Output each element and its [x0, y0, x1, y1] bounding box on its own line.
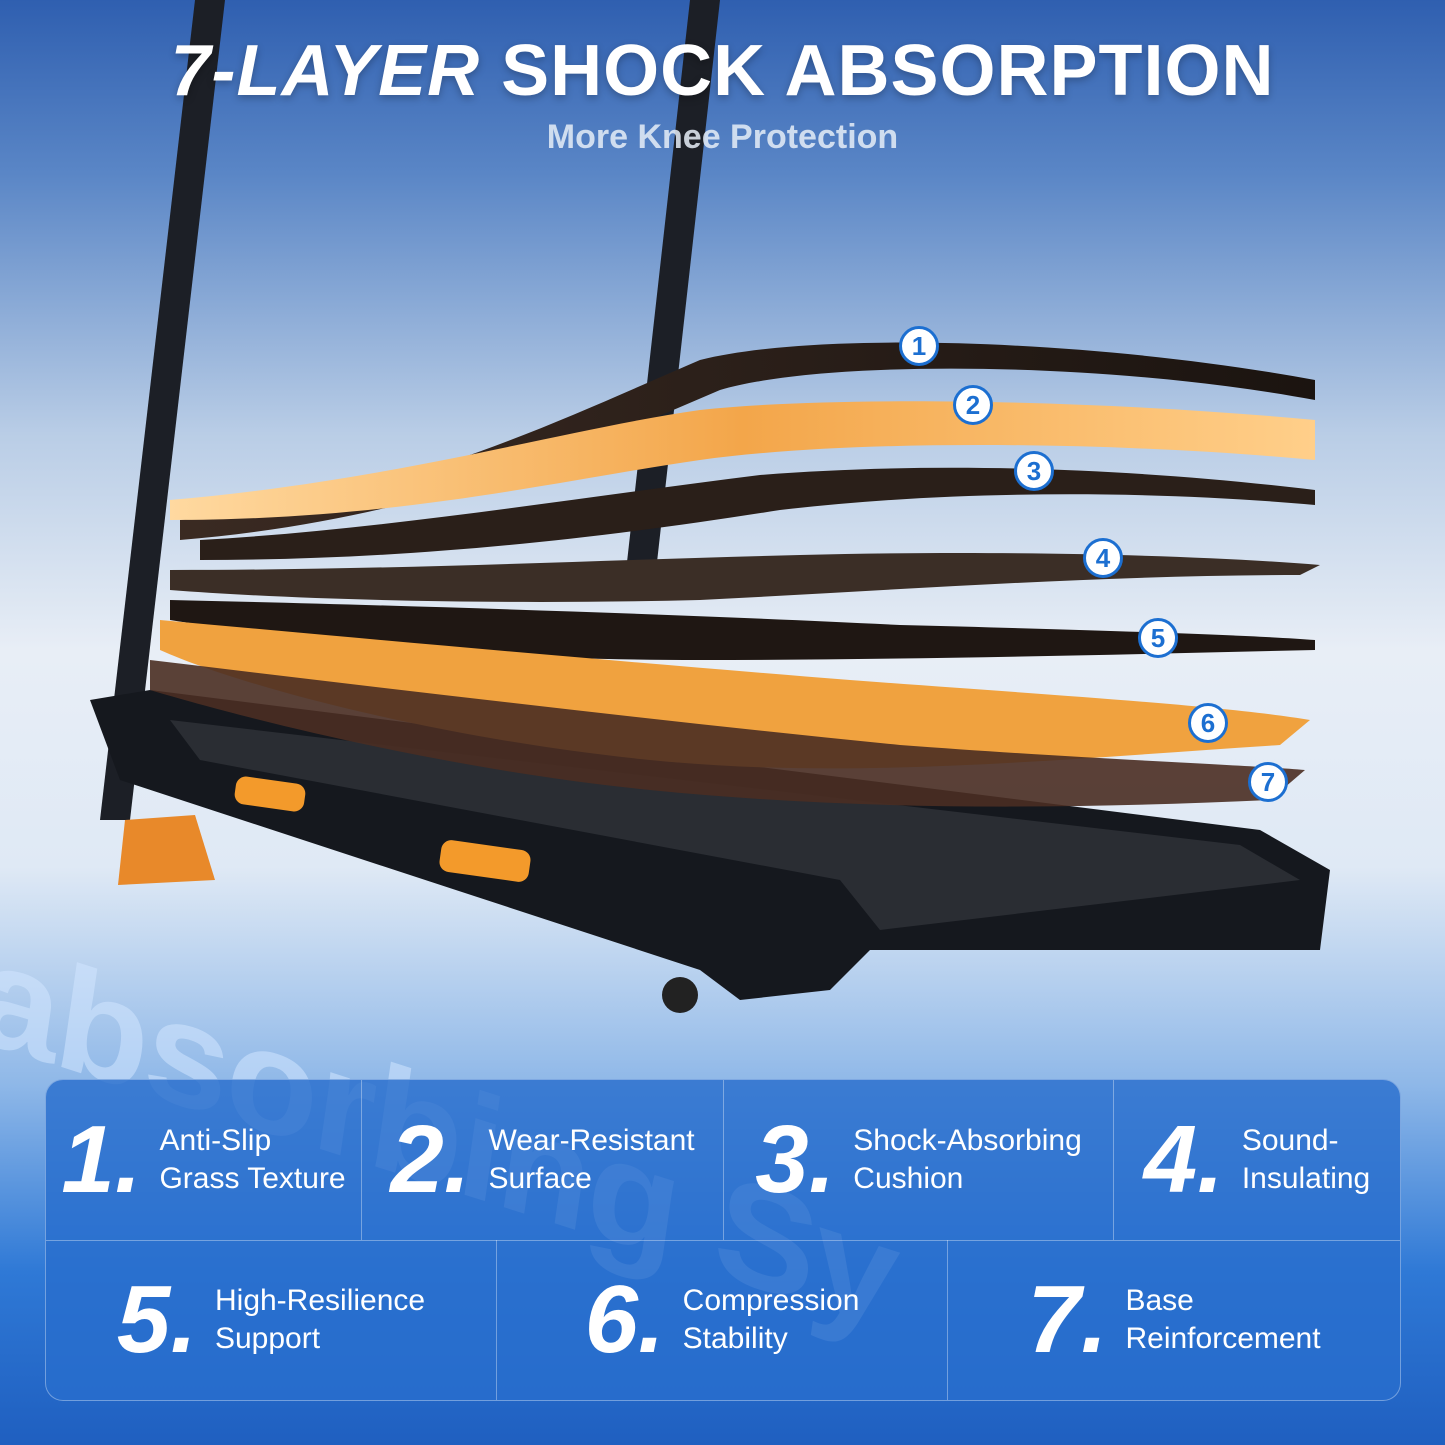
layer-6 [160, 620, 1310, 769]
feature-4: 4. Sound-Insulating [1114, 1080, 1400, 1240]
feature-number: 3. [755, 1106, 836, 1213]
layer-badge-1: 1 [899, 326, 939, 366]
layer-4 [170, 553, 1320, 602]
feature-number: 1. [61, 1106, 142, 1213]
layer-5 [170, 600, 1315, 660]
layer-badge-6: 6 [1188, 703, 1228, 743]
layer-badge-3: 3 [1014, 451, 1054, 491]
headline-rest: SHOCK ABSORPTION [480, 31, 1275, 111]
wheel [662, 977, 698, 1013]
orange-pad-left [234, 776, 306, 812]
left-upright [100, 0, 225, 820]
feature-label: Sound-Insulating [1241, 1124, 1371, 1195]
layer-badge-7: 7 [1248, 762, 1288, 802]
layer-badge-4: 4 [1083, 538, 1123, 578]
layer-2 [170, 401, 1315, 520]
layer-7 [150, 660, 1305, 807]
headline-bold: 7-LAYER [170, 31, 481, 111]
feature-number: 6. [584, 1266, 665, 1373]
running-belt [170, 720, 1300, 930]
layer-badge-5: 5 [1138, 618, 1178, 658]
feature-number: 7. [1027, 1266, 1108, 1373]
layer-1 [180, 342, 1315, 540]
subheadline: More Knee Protection [546, 118, 899, 156]
feature-number: 5. [116, 1266, 197, 1373]
orange-foot [118, 815, 215, 885]
orange-pad-right [439, 840, 531, 882]
treadmill-illustration [90, 0, 1330, 1013]
feature-number: 2. [390, 1106, 471, 1213]
layer-badge-2: 2 [953, 385, 993, 425]
feature-number: 4. [1143, 1106, 1224, 1213]
headline: 7-LAYER SHOCK ABSORPTION [0, 30, 1445, 112]
